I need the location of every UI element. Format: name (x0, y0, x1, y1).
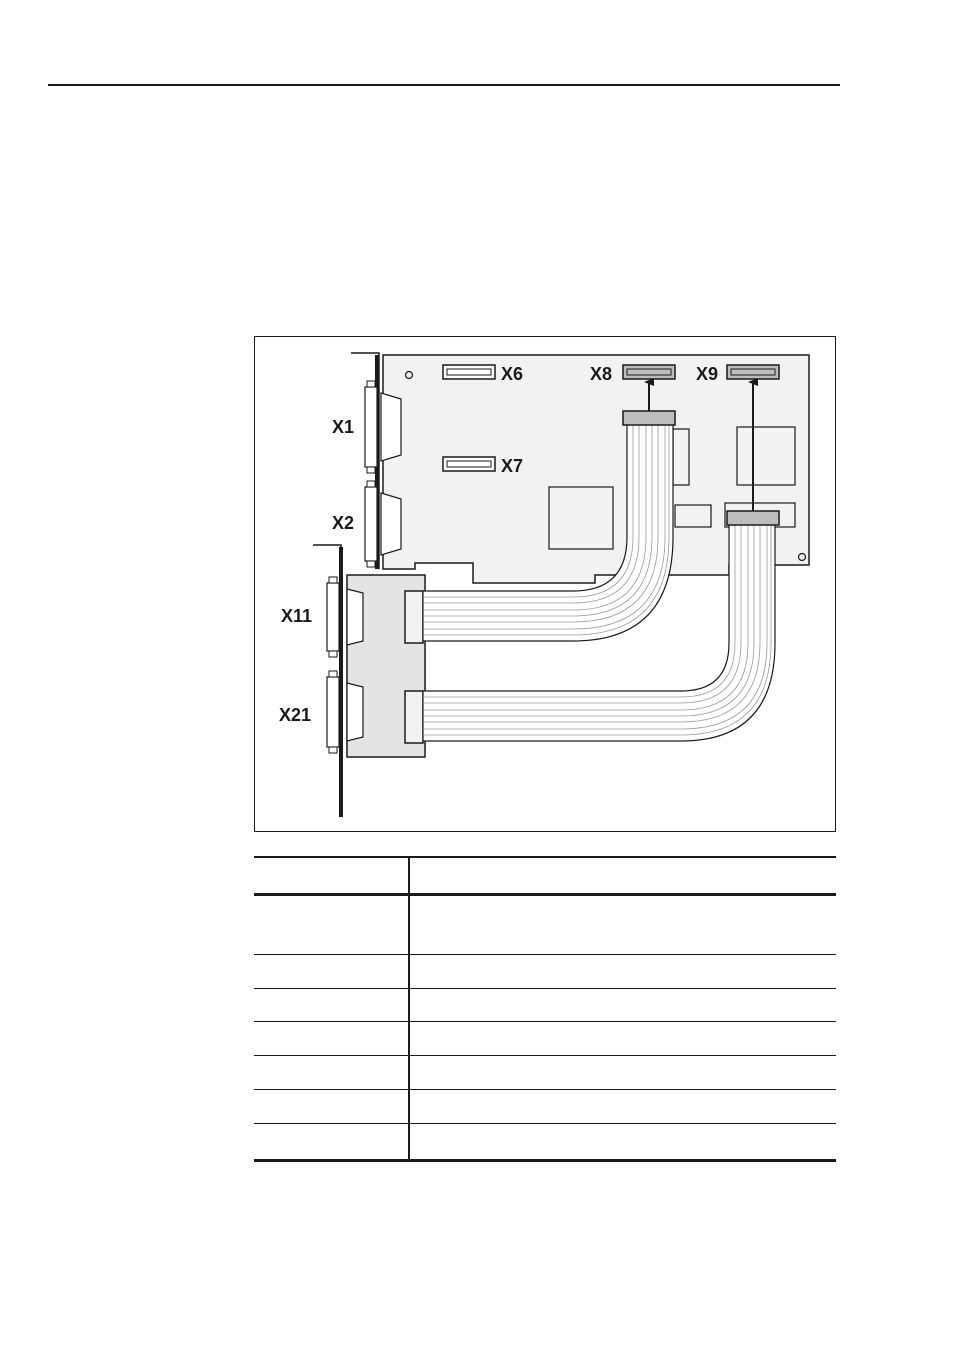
header-x8 (622, 364, 676, 380)
label-x21: X21 (279, 705, 311, 725)
dsub-x11-shell (326, 582, 340, 652)
page-header-rule (48, 84, 840, 86)
label-x7: X7 (501, 456, 523, 476)
label-x9: X9 (696, 364, 718, 384)
connector-diagram-svg: X1 X2 X6 X7 X8 X9 X11 X21 (279, 352, 810, 817)
table-cell (409, 954, 836, 989)
dsub-x1-screw (366, 380, 376, 388)
dsub-x11-screw (328, 650, 338, 658)
header-x8-slot (626, 368, 672, 376)
dsub-x21-screw (328, 746, 338, 754)
table-cell (254, 1089, 410, 1124)
dsub-x2-screw (366, 480, 376, 488)
header-x6-slot (446, 368, 492, 376)
mounting-hole (797, 552, 807, 562)
table-row (254, 954, 836, 989)
board-connector (404, 690, 424, 744)
dsub-x11-screw (328, 576, 338, 584)
dsub-x21-screw (328, 670, 338, 678)
dsub-x21-body (346, 682, 364, 742)
header-x7 (442, 456, 496, 472)
main-board (382, 354, 810, 584)
table-row (254, 1021, 836, 1057)
header-x9 (726, 364, 780, 380)
table-cell (409, 1055, 836, 1090)
table-cell (254, 1021, 410, 1057)
table-cell (409, 1089, 836, 1124)
table-row (254, 988, 836, 1023)
table-row (254, 1055, 836, 1090)
table-cell (254, 954, 410, 989)
connector-diagram: X1 X2 X6 X7 X8 X9 X11 X21 (254, 336, 836, 832)
header-x7-slot (446, 460, 492, 468)
label-x8: X8 (590, 364, 612, 384)
header-x9-slot (730, 368, 776, 376)
dsub-x1-body (380, 392, 402, 462)
table-cell (409, 1123, 836, 1163)
ribbon-cable-x9 (422, 522, 776, 742)
pin-table (254, 856, 836, 1163)
table-cell (409, 988, 836, 1023)
dsub-x1-screw (366, 466, 376, 474)
label-x2: X2 (332, 513, 354, 533)
table-header-cell (254, 856, 410, 896)
chip (736, 426, 796, 486)
dsub-x1-shell (364, 386, 378, 468)
ribbon-cable-x8 (422, 422, 674, 642)
dsub-x2-screw (366, 560, 376, 568)
table-cell (254, 894, 410, 955)
table-header-row (254, 856, 836, 896)
table-row (254, 1123, 836, 1163)
connector-table (254, 856, 836, 1163)
label-x6: X6 (501, 364, 523, 384)
label-x11: X11 (281, 606, 312, 626)
board-connector (404, 590, 424, 644)
table-cell (409, 1021, 836, 1057)
dsub-x2-body (380, 492, 402, 556)
table-cell (409, 894, 836, 955)
header-x6 (442, 364, 496, 380)
table-cell (254, 988, 410, 1023)
lower-bracket-plate (339, 547, 343, 817)
table-cell (254, 1055, 410, 1090)
dsub-x11-body (346, 588, 364, 646)
table-row (254, 894, 836, 955)
chip (548, 486, 614, 550)
dsub-x2-shell (364, 486, 378, 562)
mounting-hole (404, 370, 414, 380)
table-header-cell (409, 856, 836, 896)
cable-plug-x9 (726, 510, 780, 526)
dsub-x21-shell (326, 676, 340, 748)
cable-plug-x8 (622, 410, 676, 426)
chip (674, 504, 712, 528)
label-x1: X1 (332, 417, 354, 437)
table-row (254, 1089, 836, 1124)
table-cell (254, 1123, 410, 1163)
